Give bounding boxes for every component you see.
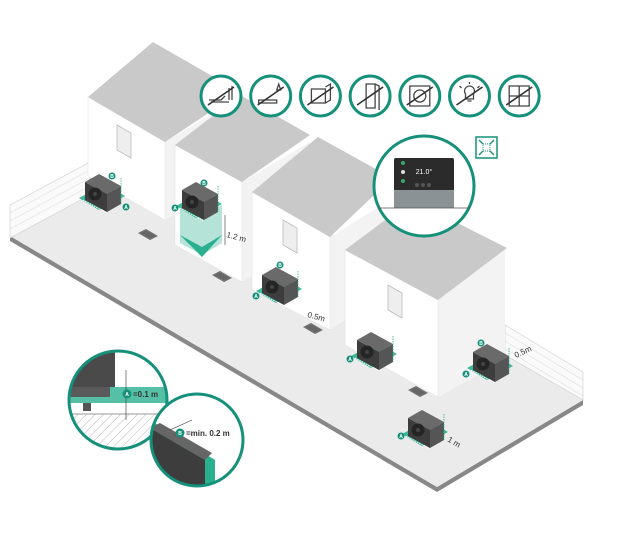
marker-a: A (462, 370, 470, 378)
marker-a: A (252, 292, 260, 300)
svg-text:B: B (202, 181, 206, 187)
marker-a: A (346, 355, 354, 363)
window (282, 219, 298, 254)
restriction-icons (199, 74, 541, 118)
svg-text:B: B (178, 431, 182, 437)
marker-b: B (477, 339, 485, 347)
controller-temperature: 21.0° (416, 168, 433, 176)
marker-a: A (171, 204, 179, 212)
svg-text:A: A (125, 392, 129, 398)
svg-text:A: A (173, 206, 177, 212)
no-chimney-icon (249, 74, 293, 118)
marker-b: B (276, 261, 284, 269)
svg-text:B: B (479, 341, 483, 347)
svg-text:A: A (124, 205, 128, 211)
svg-text:A: A (348, 357, 352, 363)
no-corner-icon (298, 74, 342, 118)
svg-text:A: A (399, 434, 403, 440)
marker-b: B (200, 179, 208, 187)
no-light-icon (448, 74, 491, 118)
marker-a: A (397, 432, 405, 440)
window (387, 284, 403, 319)
svg-text:B: B (110, 174, 114, 180)
fullscreen-icon[interactable] (475, 136, 498, 159)
svg-text:A: A (254, 294, 258, 300)
no-vent-icon (398, 74, 442, 118)
marker-b: B (108, 172, 116, 180)
svg-text:A: A (464, 372, 468, 378)
no-window-icon (497, 74, 541, 118)
clearance-base (180, 235, 222, 257)
callout-b: B =min. 0.2 m (149, 392, 245, 488)
no-exhaust-icon (199, 74, 243, 118)
marker-a: A (122, 203, 130, 211)
window (116, 124, 132, 159)
ground-slab (10, 140, 583, 492)
no-door-icon (348, 74, 392, 118)
svg-text:B: B (278, 263, 282, 269)
callout-a-label: =0.1 m (133, 390, 158, 399)
controller-magnifier: 21.0° (372, 134, 476, 238)
callout-b-label: =min. 0.2 m (186, 429, 230, 438)
